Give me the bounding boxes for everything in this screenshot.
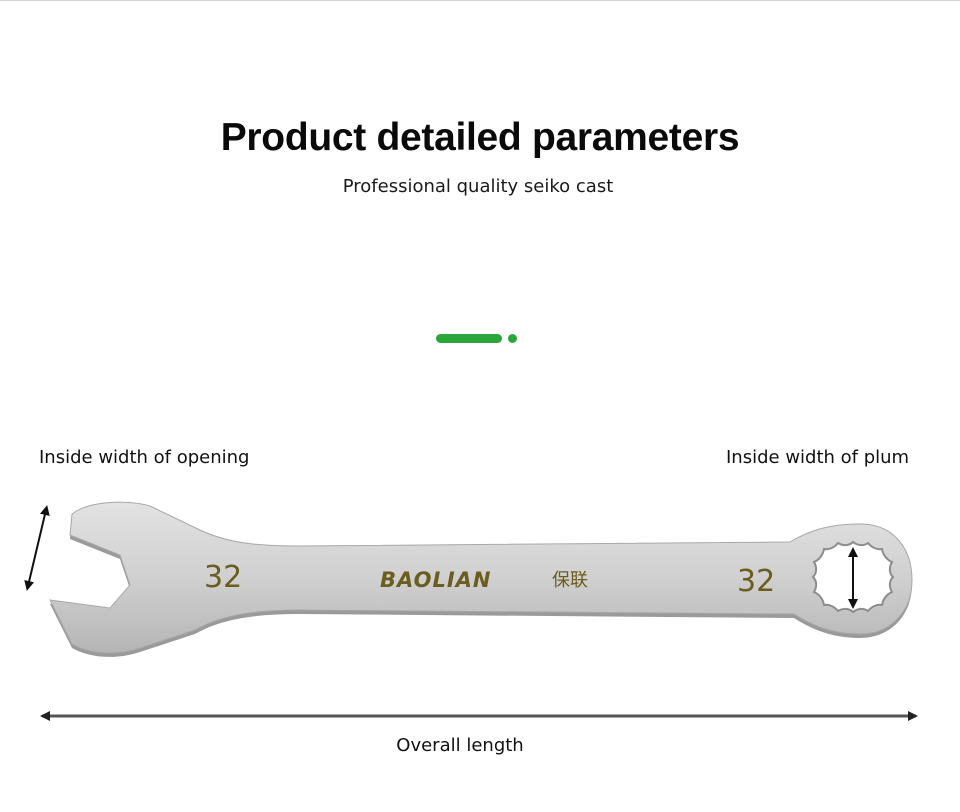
top-border: [0, 0, 960, 1]
label-inside-width-opening: Inside width of opening: [39, 447, 250, 468]
overall-length-arrow: [40, 711, 918, 721]
arrow-left-icon: [40, 711, 50, 721]
brand-name: BAOLIAN: [380, 568, 492, 592]
arrow-right-icon: [908, 711, 918, 721]
label-overall-length: Overall length: [396, 735, 524, 756]
page-subtitle: Professional quality seiko cast: [342, 176, 614, 197]
page-title: Product detailed parameters: [220, 116, 740, 159]
wrench-body: [49, 501, 913, 654]
label-inside-width-plum: Inside width of plum: [726, 447, 910, 468]
divider-dot: [508, 334, 517, 343]
wrench-illustration: 32 BAOLIAN 保联 32: [24, 501, 913, 657]
brand-name-cn: 保联: [552, 570, 588, 591]
divider-bar: [436, 334, 502, 343]
open-end-size: 32: [204, 560, 242, 595]
opening-width-arrow: [24, 505, 50, 591]
ring-end-size: 32: [737, 564, 775, 599]
